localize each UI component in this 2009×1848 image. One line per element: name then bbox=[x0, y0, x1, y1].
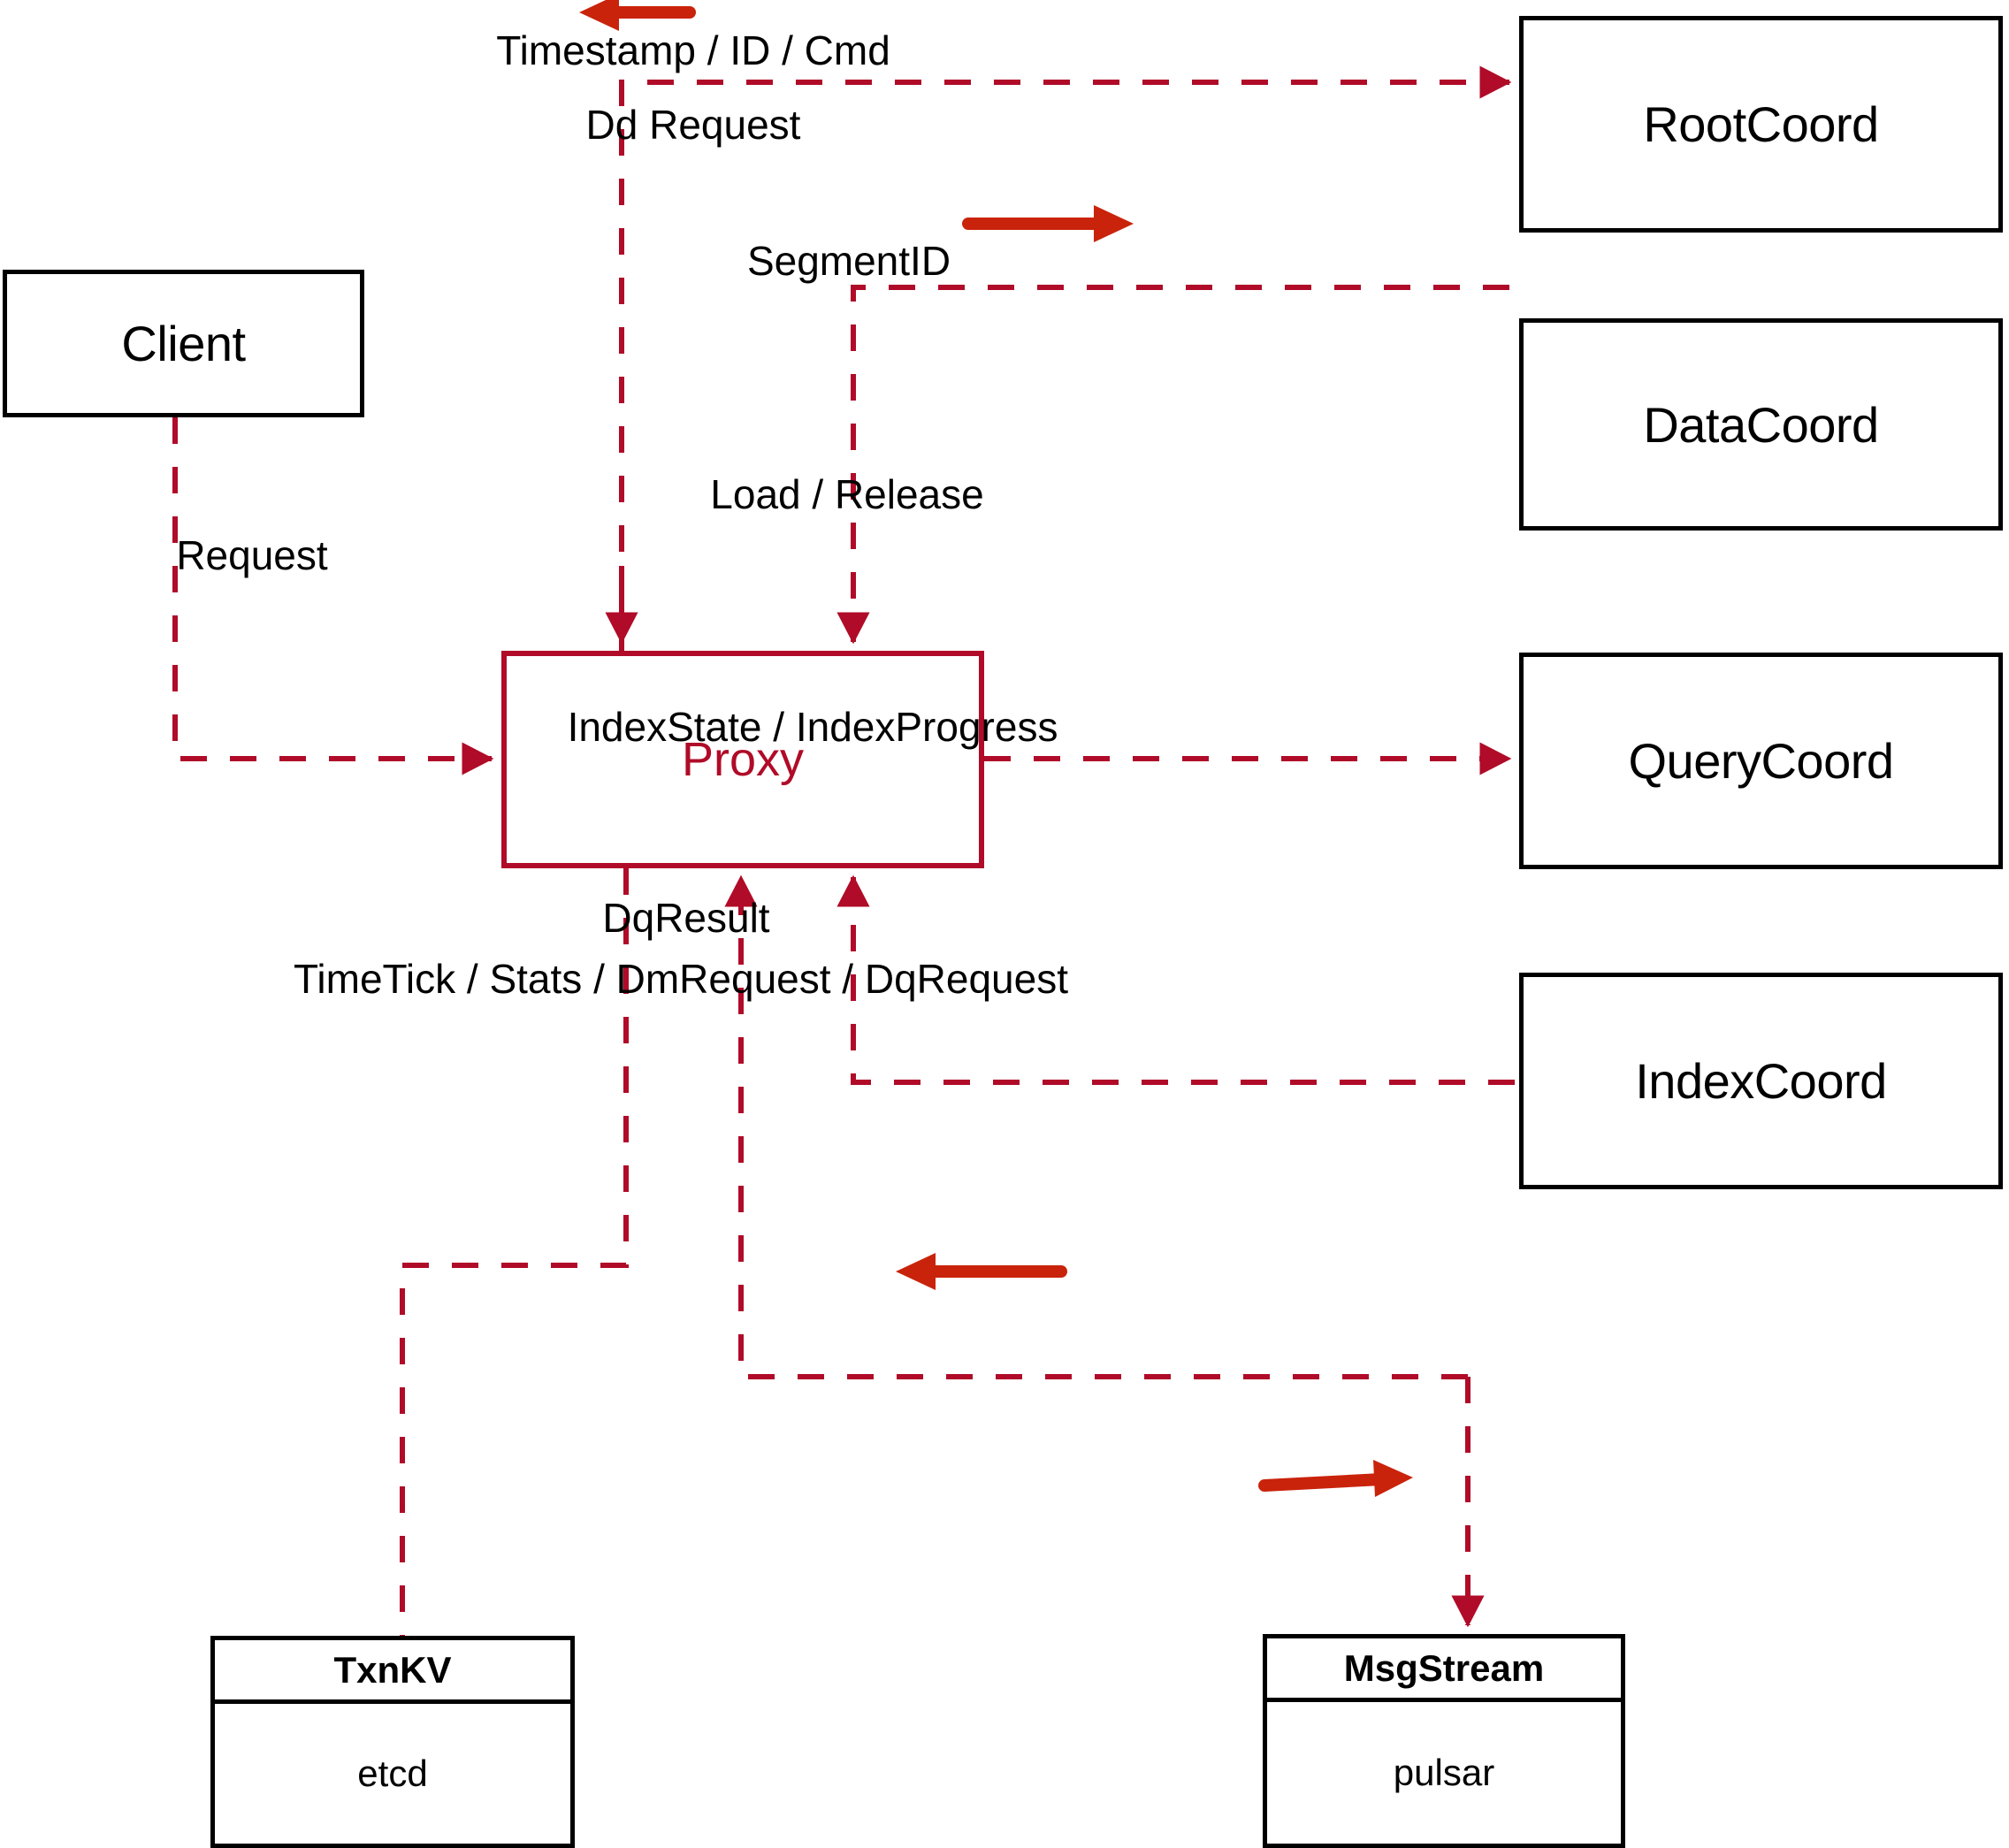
node-rootcoord[interactable]: RootCoord bbox=[1519, 16, 2003, 233]
node-msgstream[interactable]: MsgStream pulsar bbox=[1263, 1634, 1625, 1848]
node-indexcoord-label: IndexCoord bbox=[1635, 1053, 1887, 1109]
annotation-arrow-dq-result-left bbox=[896, 1253, 1067, 1290]
edge-label-dq-result: DqResult bbox=[602, 895, 770, 941]
node-txnkv-header: TxnKV bbox=[215, 1640, 570, 1704]
node-txnkv-body: etcd bbox=[215, 1704, 570, 1844]
node-rootcoord-label: RootCoord bbox=[1643, 96, 1879, 152]
edge-label-load-release: Load / Release bbox=[710, 471, 984, 517]
edge-proxy-to-rootcoord bbox=[619, 65, 1512, 651]
node-datacoord-label: DataCoord bbox=[1643, 396, 1879, 453]
edge-label-timestamp-id-cmd: Timestamp / ID / Cmd bbox=[496, 27, 890, 73]
node-querycoord[interactable]: QueryCoord bbox=[1519, 653, 2003, 869]
annotation-arrow-dq-request-right bbox=[1258, 1460, 1413, 1497]
edge-label-index-state-progress: IndexState / IndexProgress bbox=[567, 704, 1058, 750]
node-txnkv[interactable]: TxnKV etcd bbox=[210, 1636, 575, 1848]
node-proxy-label: Proxy bbox=[681, 733, 805, 786]
node-proxy[interactable]: Proxy bbox=[501, 651, 984, 868]
edge-label-dd-request: Dd Request bbox=[585, 102, 801, 148]
edge-client-to-proxy bbox=[172, 417, 494, 775]
node-indexcoord[interactable]: IndexCoord bbox=[1519, 973, 2003, 1189]
node-client[interactable]: Client bbox=[3, 270, 364, 417]
node-msgstream-header: MsgStream bbox=[1267, 1638, 1621, 1702]
node-querycoord-label: QueryCoord bbox=[1628, 733, 1894, 789]
edge-datacoord-to-proxy bbox=[836, 285, 1509, 645]
node-msgstream-body-label: pulsar bbox=[1393, 1752, 1495, 1793]
node-msgstream-header-label: MsgStream bbox=[1343, 1646, 1545, 1689]
edge-label-timetick-stats-dm-dq: TimeTick / Stats / DmRequest / DqRequest bbox=[294, 956, 1068, 1002]
annotation-arrow-timestamp-left bbox=[579, 0, 696, 31]
edge-proxy-to-txnkv bbox=[400, 868, 629, 1636]
edge-indexcoord-to-proxy bbox=[836, 874, 1515, 1085]
edge-label-request: Request bbox=[176, 532, 328, 578]
node-datacoord[interactable]: DataCoord bbox=[1519, 318, 2003, 531]
node-msgstream-body: pulsar bbox=[1267, 1702, 1621, 1844]
edge-msgstream-to-proxy bbox=[724, 874, 1468, 1379]
node-client-label: Client bbox=[121, 316, 246, 371]
node-txnkv-header-label: TxnKV bbox=[333, 1648, 452, 1691]
node-txnkv-body-label: etcd bbox=[357, 1753, 428, 1794]
annotation-arrow-dd-request-right bbox=[962, 205, 1134, 242]
edge-label-segment-id: SegmentID bbox=[746, 238, 951, 284]
